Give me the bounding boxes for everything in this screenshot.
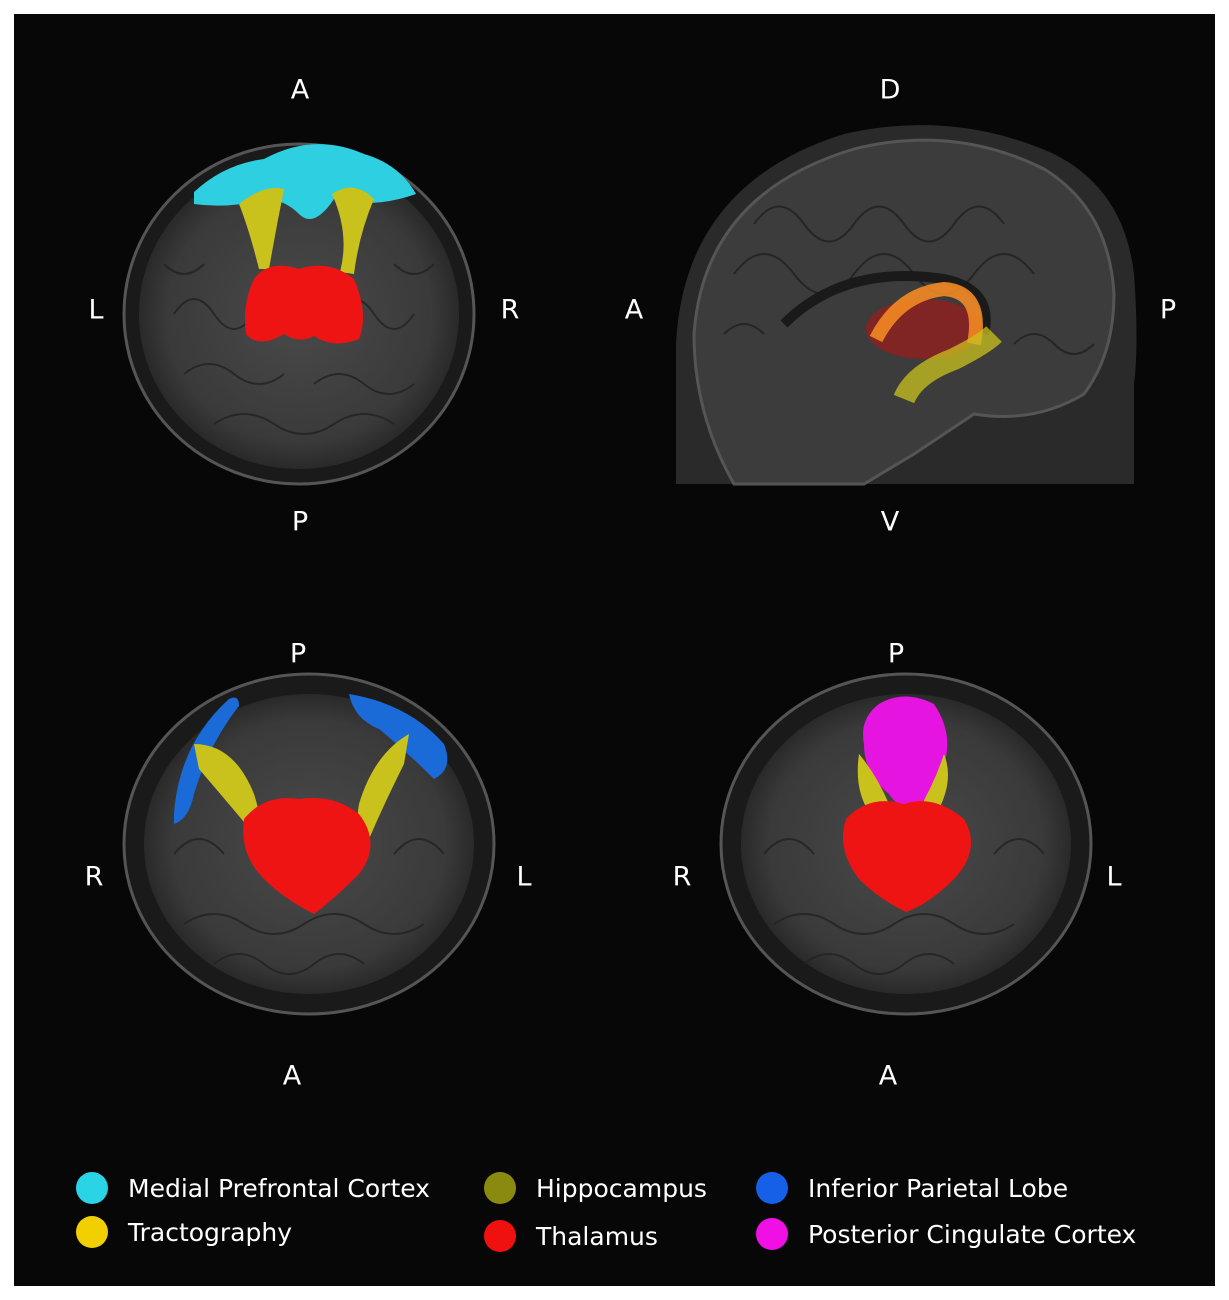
axial-brain-render-pcc: [719, 672, 1093, 1016]
legend-item-thalamus: Thalamus: [484, 1216, 658, 1256]
legend-item-ipl: Inferior Parietal Lobe: [756, 1168, 1068, 1208]
orientation-left: R: [672, 861, 692, 893]
panel-axial-bottom-right: P A R L: [614, 594, 1215, 1134]
orientation-top: P: [289, 638, 307, 670]
orientation-right: L: [516, 861, 532, 893]
orientation-left: R: [84, 861, 104, 893]
tractography-left: [857, 754, 889, 812]
orientation-top: P: [887, 638, 905, 670]
legend-label: Hippocampus: [536, 1173, 707, 1203]
tractography-right: [357, 734, 409, 839]
inferior-parietal-lobe-right: [349, 694, 448, 779]
legend-label: Tractography: [128, 1217, 293, 1247]
tractography-right: [919, 754, 948, 809]
gyri-pattern: [163, 263, 435, 435]
axial-brain-render-ipl: [122, 672, 496, 1016]
legend-swatch: [756, 1218, 788, 1250]
legend: Medial Prefrontal Cortex Tractography Hi…: [14, 1154, 1215, 1264]
tractography-left: [194, 744, 259, 834]
legend-item-pcc: Posterior Cingulate Cortex: [756, 1214, 1136, 1254]
panel-axial-top-left: A P L R: [14, 14, 614, 574]
orientation-top: A: [290, 74, 310, 106]
legend-swatch: [756, 1172, 788, 1204]
orientation-bottom: P: [291, 506, 309, 538]
orientation-right: L: [1106, 861, 1122, 893]
gyri-pattern: [763, 838, 1045, 975]
legend-label: Posterior Cingulate Cortex: [808, 1219, 1137, 1249]
brain-network-figure: A P L R D V A P: [14, 14, 1215, 1286]
orientation-bottom: A: [282, 1060, 302, 1092]
thalamus-region: [842, 801, 972, 912]
tractography-left: [239, 188, 284, 269]
orientation-left: L: [88, 294, 104, 326]
orientation-left: A: [624, 294, 644, 326]
orientation-right: R: [500, 294, 520, 326]
legend-swatch: [76, 1216, 108, 1248]
legend-swatch: [484, 1220, 516, 1252]
thalamus-region: [243, 798, 371, 914]
axial-brain-render-mpfc: [122, 142, 476, 486]
orientation-top: D: [879, 74, 901, 106]
orientation-bottom: A: [878, 1060, 898, 1092]
inferior-parietal-lobe-left: [174, 697, 239, 824]
legend-label: Inferior Parietal Lobe: [808, 1173, 1069, 1203]
thalamus-region: [245, 265, 363, 344]
legend-item-hippocampus: Hippocampus: [484, 1168, 707, 1208]
legend-swatch: [484, 1172, 516, 1204]
legend-label: Thalamus: [536, 1221, 658, 1251]
corpus-callosum: [780, 271, 991, 336]
sagittal-gyri: [723, 205, 1095, 355]
panel-sagittal-top-right: D V A P: [614, 14, 1215, 574]
panel-axial-bottom-left: P A R L: [14, 594, 614, 1134]
legend-item-mpfc: Medial Prefrontal Cortex: [76, 1168, 430, 1208]
orientation-right: P: [1159, 294, 1177, 326]
tractography-right: [332, 187, 374, 274]
posterior-cingulate-cortex-region: [863, 696, 948, 809]
legend-swatch: [76, 1172, 108, 1204]
gyri-pattern: [173, 838, 445, 975]
legend-item-tractography: Tractography: [76, 1212, 292, 1252]
tractography-sagittal: [893, 325, 1002, 404]
orientation-bottom: V: [880, 506, 900, 538]
sagittal-brain-render-hippocampus: [676, 125, 1137, 486]
hippocampus-region: [869, 281, 983, 346]
legend-label: Medial Prefrontal Cortex: [128, 1173, 430, 1203]
